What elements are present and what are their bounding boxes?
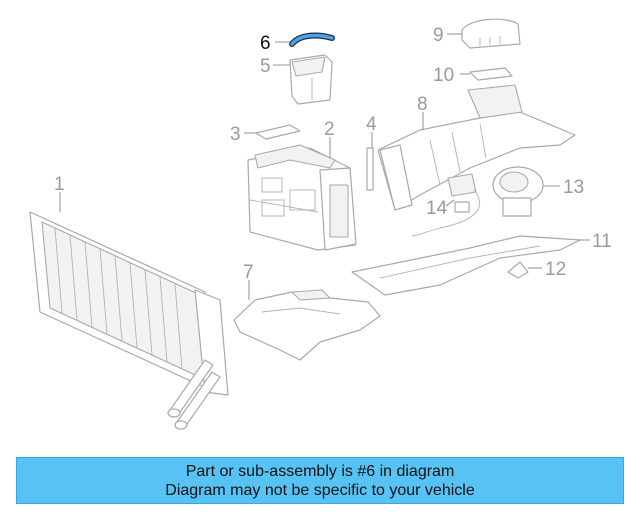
part-7-lower-duct — [233, 289, 381, 361]
callout-4: 4 — [366, 114, 377, 135]
callout-8: 8 — [417, 94, 428, 115]
part-3-seal — [255, 124, 301, 140]
callout-12: 12 — [545, 259, 566, 280]
part-6-hose — [289, 32, 335, 47]
callout-3: 3 — [230, 124, 241, 145]
callout-2: 2 — [324, 119, 335, 140]
callout-10: 10 — [433, 65, 454, 86]
part-10-gasket — [469, 67, 513, 81]
part-4-rod — [366, 147, 374, 191]
callout-13: 13 — [563, 177, 584, 198]
part-1-heater-core — [29, 211, 229, 430]
part-2-heater-case — [247, 144, 357, 251]
banner-line-disclaimer: Diagram may not be specific to your vehi… — [165, 482, 475, 499]
parts-diagram: 1 2 3 4 5 6 7 8 9 10 11 12 13 14 — [29, 18, 612, 430]
callouts: 1 2 3 4 5 6 7 8 9 10 11 12 13 14 — [54, 25, 612, 283]
part-5-duct — [289, 54, 333, 105]
callout-5: 5 — [260, 56, 271, 77]
part-14-resistor — [411, 173, 481, 237]
callout-6: 6 — [260, 33, 271, 54]
leader-lines — [59, 33, 590, 300]
callout-9: 9 — [433, 25, 444, 46]
part-8-blower-duct — [377, 84, 576, 211]
part-11-panel — [351, 235, 581, 296]
banner-line-part-number: Part or sub-assembly is #6 in diagram — [185, 463, 455, 480]
part-13-blower-motor — [492, 166, 544, 217]
callout-1: 1 — [54, 174, 65, 195]
part-12-grommet — [507, 261, 529, 279]
info-banner: Part or sub-assembly is #6 in diagram Di… — [16, 457, 624, 504]
callout-7: 7 — [243, 262, 254, 283]
callout-14: 14 — [426, 198, 448, 219]
part-9-intake — [461, 18, 521, 49]
callout-11: 11 — [592, 231, 612, 252]
